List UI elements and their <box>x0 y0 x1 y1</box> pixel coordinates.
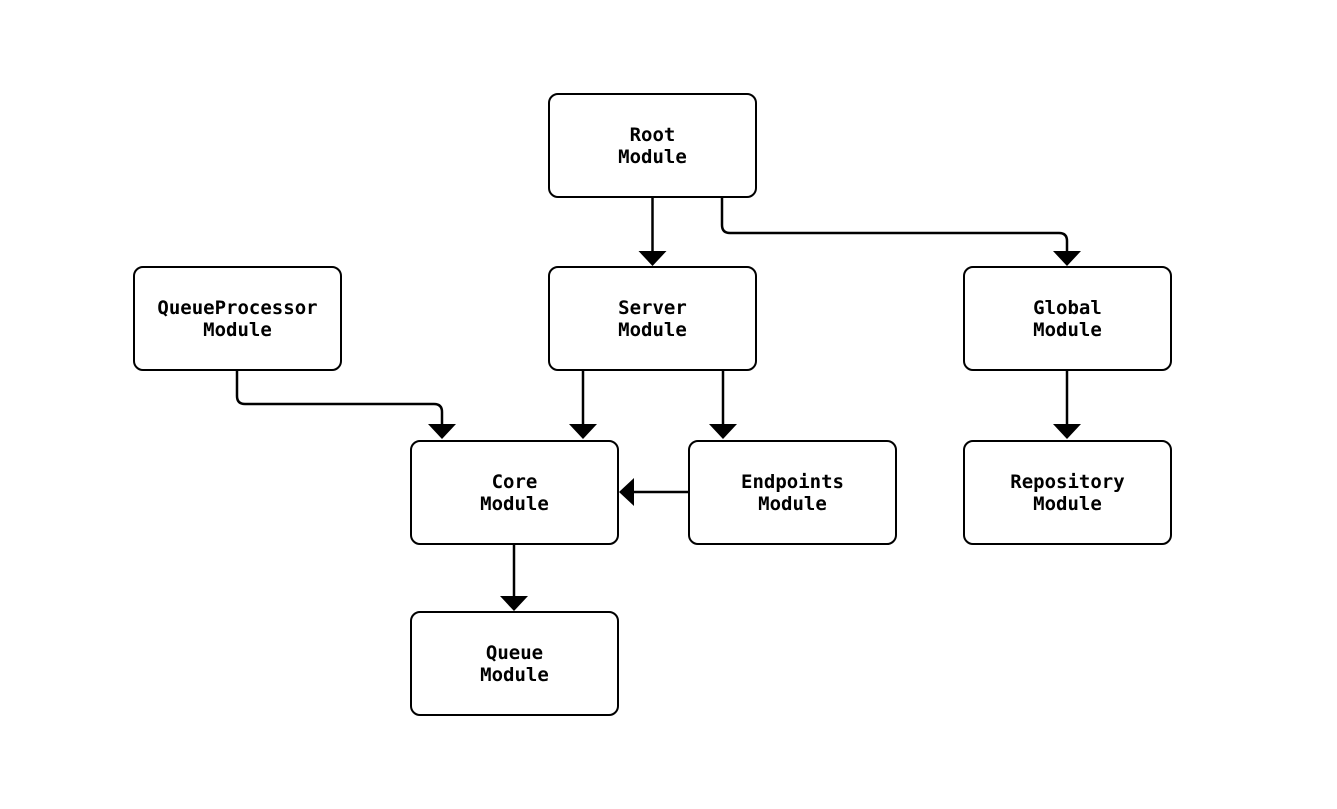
node-repository-module-label: Repository Module <box>1010 470 1125 515</box>
node-server-module-label: Server Module <box>618 296 687 341</box>
edge-endpoints-to-core <box>619 478 688 506</box>
edge-server-to-core <box>569 371 597 439</box>
node-repository-module: Repository Module <box>963 440 1172 545</box>
node-root-module-label: Root Module <box>618 123 687 168</box>
edge-queueprocessor-to-core <box>235 371 456 439</box>
node-queue-module: Queue Module <box>410 611 619 716</box>
node-root-module: Root Module <box>548 93 757 198</box>
edge-server-to-endpoints <box>709 371 737 439</box>
node-core-module: Core Module <box>410 440 619 545</box>
node-global-module: Global Module <box>963 266 1172 371</box>
edge-root-to-server <box>638 198 667 266</box>
node-queueprocessor-module: QueueProcessor Module <box>133 266 342 371</box>
node-server-module: Server Module <box>548 266 757 371</box>
node-endpoints-module: Endpoints Module <box>688 440 897 545</box>
node-queue-module-label: Queue Module <box>480 641 549 686</box>
node-queueprocessor-module-label: QueueProcessor Module <box>157 296 318 341</box>
node-global-module-label: Global Module <box>1033 296 1102 341</box>
node-core-module-label: Core Module <box>480 470 549 515</box>
node-endpoints-module-label: Endpoints Module <box>741 470 844 515</box>
edge-global-to-repository <box>1053 371 1081 439</box>
edge-core-to-queue <box>500 544 528 611</box>
edge-root-to-global <box>720 198 1081 266</box>
